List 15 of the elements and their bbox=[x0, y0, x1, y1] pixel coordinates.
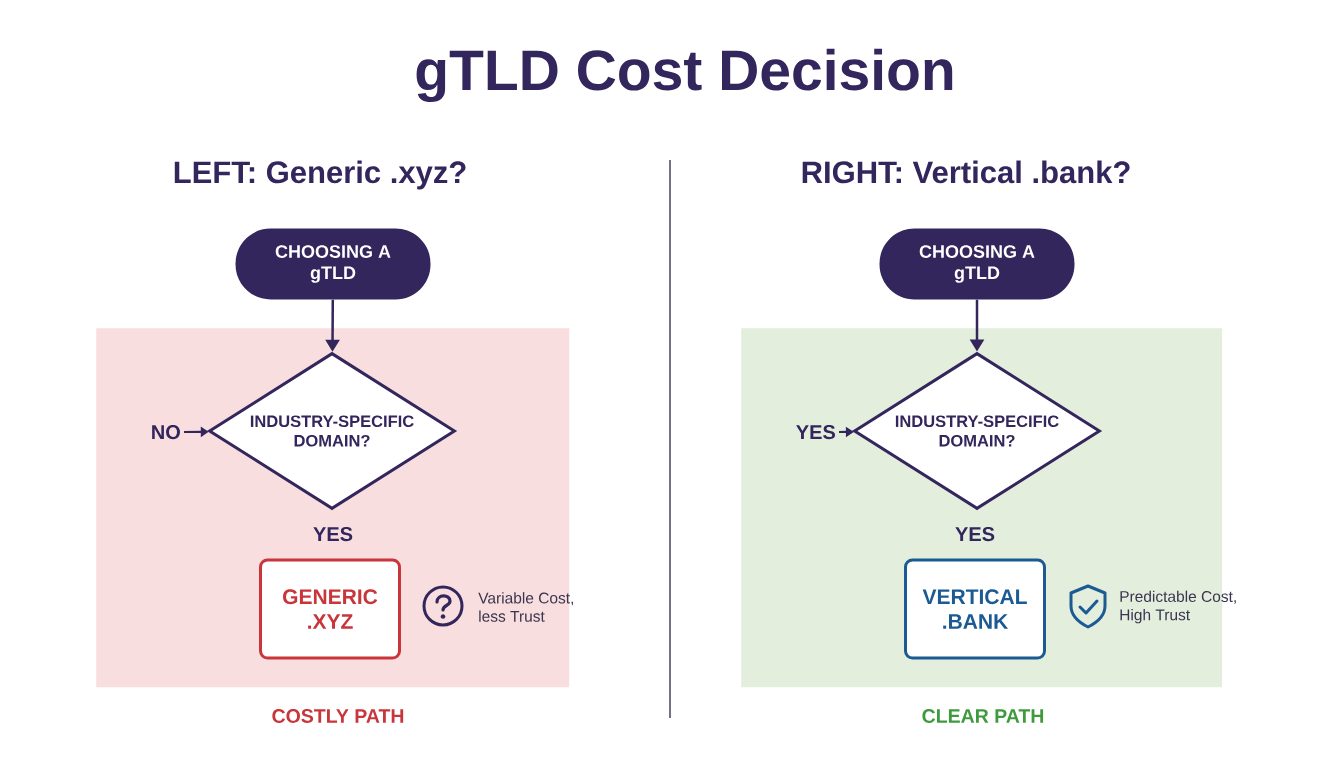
start-pill: CHOOSING A gTLD bbox=[235, 228, 431, 300]
result-box: VERTICAL .BANK bbox=[904, 558, 1046, 660]
branch-label: YES bbox=[955, 527, 995, 542]
start-pill: CHOOSING A gTLD bbox=[879, 228, 1075, 300]
result-box: GENERIC .XYZ bbox=[259, 558, 401, 660]
side-note: Predictable Cost, High Trust bbox=[1120, 590, 1236, 624]
branch-label: YES bbox=[313, 527, 353, 542]
path-caption: CLEAR PATH bbox=[922, 709, 1044, 723]
title: gTLD Cost Decision bbox=[416, 48, 953, 103]
edge-label: NO bbox=[152, 425, 180, 440]
side-note: Variable Cost, less Trust bbox=[478, 592, 573, 622]
path-caption: COSTLY PATH bbox=[272, 709, 404, 723]
column-heading: RIGHT: Vertical .bank? bbox=[802, 160, 1130, 184]
edge-label: YES bbox=[796, 425, 836, 440]
column-heading: LEFT: Generic .xyz? bbox=[174, 160, 466, 190]
